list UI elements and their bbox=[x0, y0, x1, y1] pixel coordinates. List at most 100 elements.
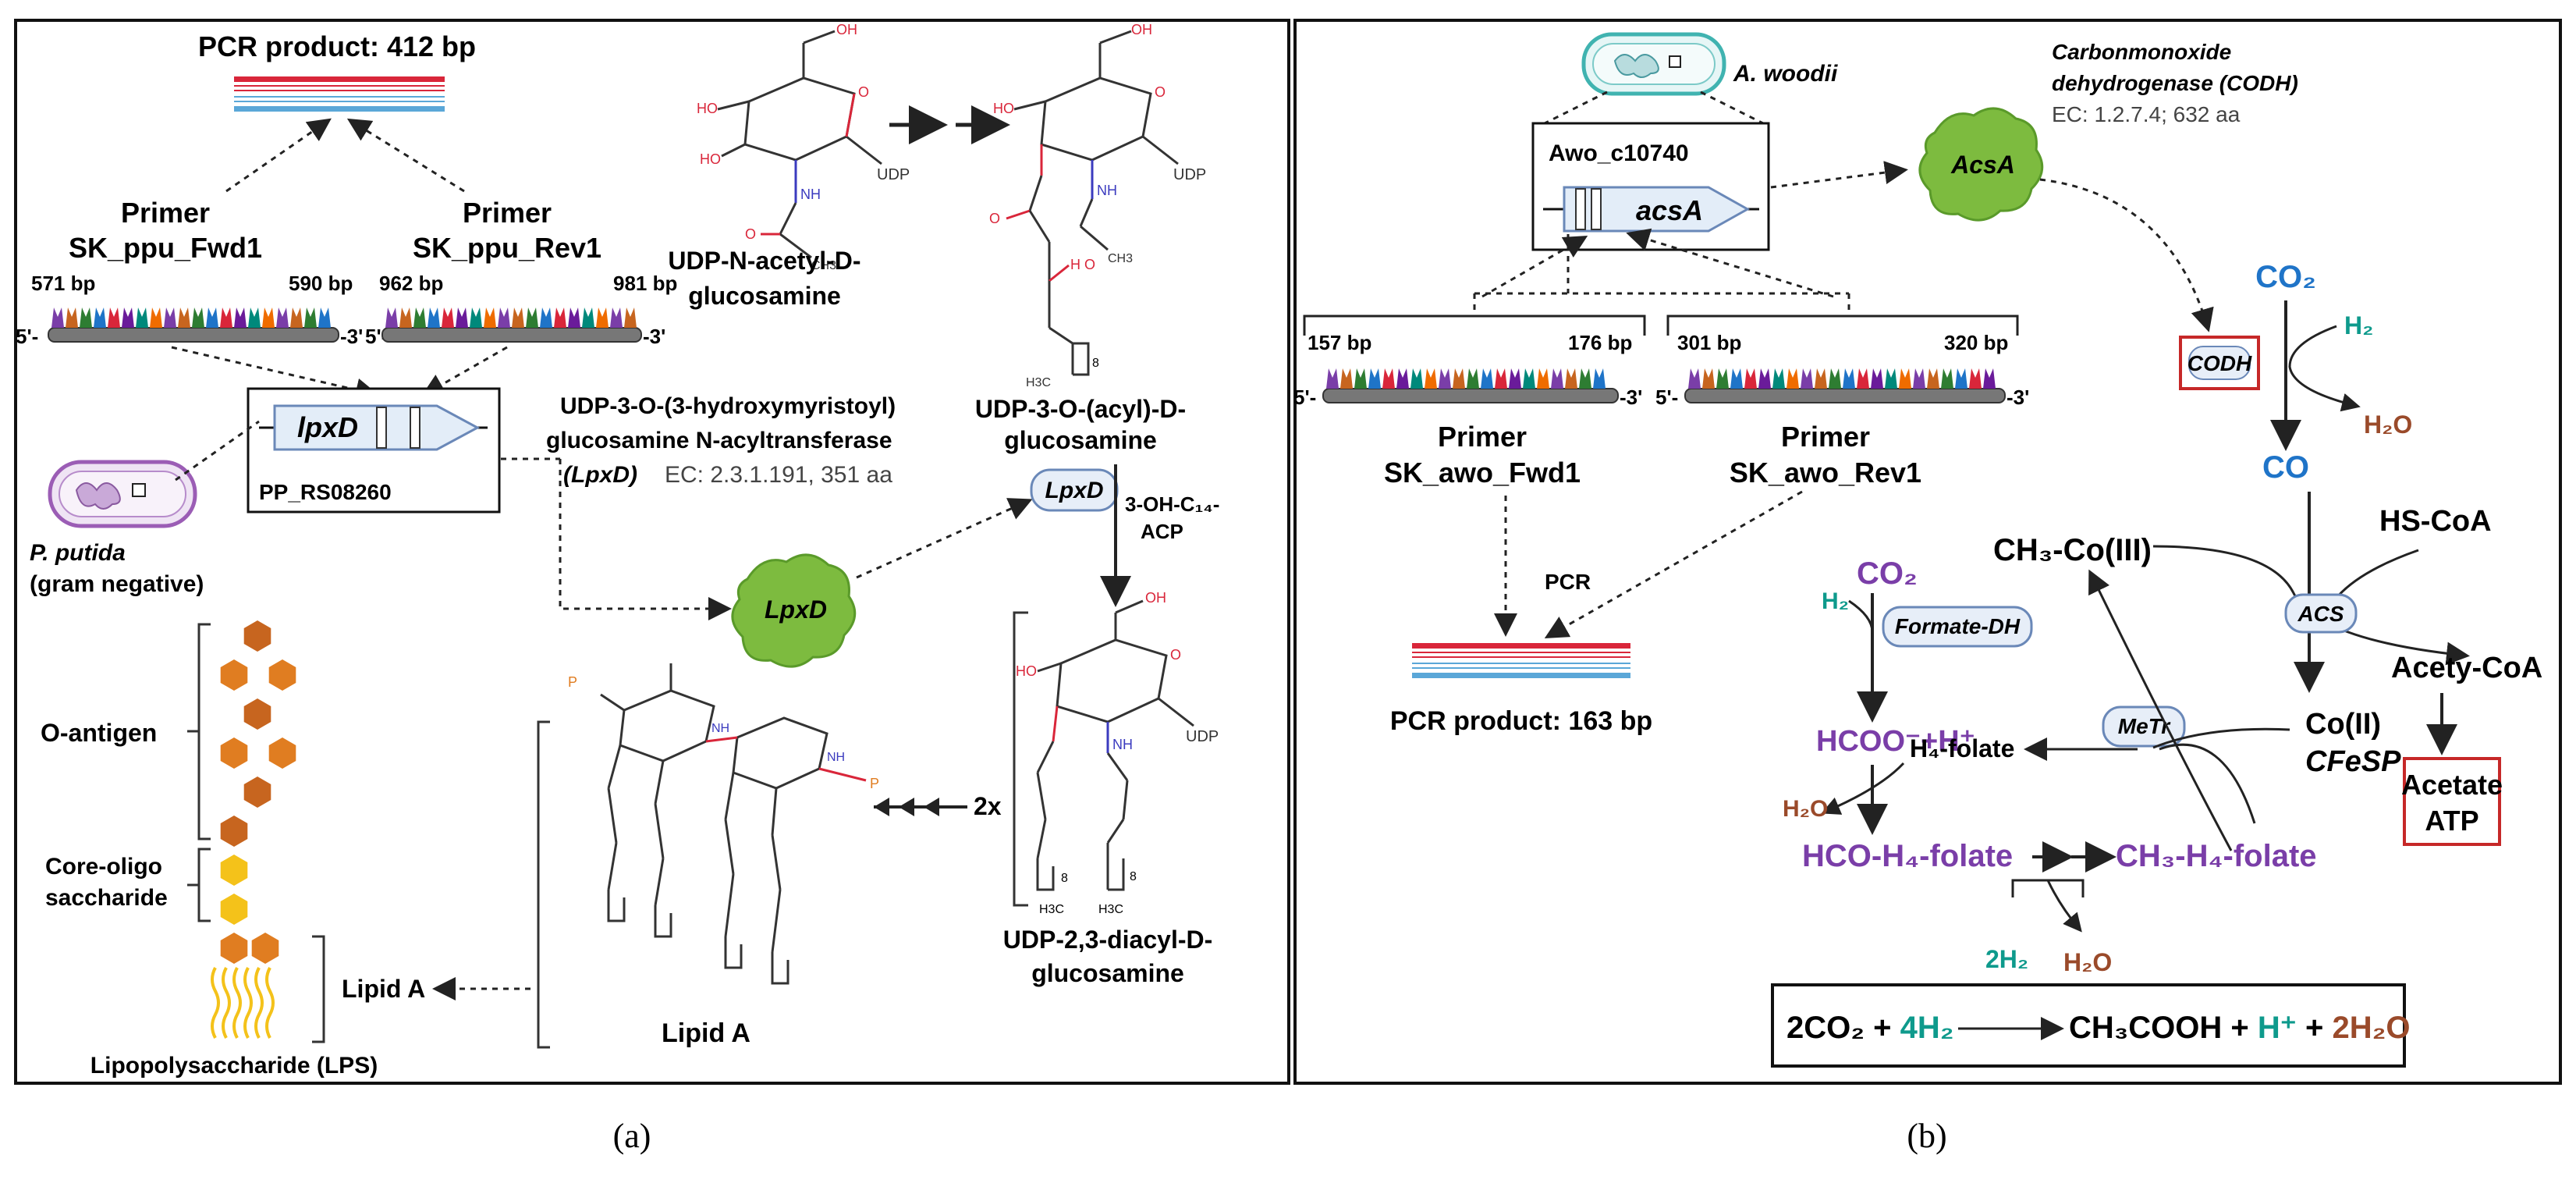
h2o-bottom: H₂O bbox=[2063, 948, 2112, 976]
h4folate-label: H₄-folate bbox=[1910, 734, 2014, 762]
h2o-left: H₂O bbox=[1783, 796, 1828, 822]
svg-text:O: O bbox=[1155, 84, 1166, 100]
product-line1: UDP-2,3-diacyl-D- bbox=[1003, 926, 1213, 954]
codh-box-label: CODH bbox=[2187, 351, 2252, 375]
product-line2: glucosamine bbox=[1031, 959, 1184, 987]
cfesp-line2: CFeSP bbox=[2305, 745, 2401, 778]
svg-text:NH: NH bbox=[711, 722, 729, 735]
svg-text:8: 8 bbox=[1092, 357, 1099, 370]
metr-chip bbox=[2102, 705, 2186, 748]
primer-fwd-b-title: Primer bbox=[1438, 421, 1527, 453]
sugar2-udp: UDP bbox=[1173, 166, 1206, 183]
locus-a: PP_RS08260 bbox=[259, 480, 392, 504]
caption-a: (a) bbox=[613, 1117, 651, 1155]
gene-acsa-label: acsA bbox=[1636, 194, 1703, 226]
svg-text:H3C: H3C bbox=[1039, 903, 1064, 916]
acsa-protein-label: AcsA bbox=[1950, 151, 2015, 179]
primer-rev-b-end: 320 bp bbox=[1944, 331, 2008, 354]
awoodii-cell bbox=[1581, 32, 1726, 96]
svg-text:HO: HO bbox=[1016, 663, 1037, 679]
codh-line1: Carbonmonoxide bbox=[2052, 40, 2231, 64]
panel-b: A. woodii Awo_c10740 acsA Carbonmonoxide… bbox=[1293, 32, 2542, 1068]
acs-chip-label: ACS bbox=[2297, 602, 2344, 626]
primer-fwd-a-name: SK_ppu_Fwd1 bbox=[69, 232, 262, 264]
sugar1-udp: UDP bbox=[877, 166, 910, 183]
pcr-product-a-label: PCR product: 412 bp bbox=[198, 30, 476, 62]
h2-top: H₂ bbox=[2344, 311, 2373, 339]
ch3-folate-label: CH₃-H₄-folate bbox=[2116, 839, 2317, 873]
svg-text:P: P bbox=[568, 674, 577, 690]
svg-text:8: 8 bbox=[1130, 870, 1137, 883]
organism-note-a: (gram negative) bbox=[30, 571, 204, 597]
formate-h2: H₂ bbox=[1822, 588, 1849, 614]
primer-fwd-b-start: 157 bp bbox=[1308, 331, 1371, 354]
pcr-product-a-band bbox=[234, 76, 445, 112]
primer-rev-b-strand: 5'- -3' bbox=[1655, 368, 2029, 409]
svg-text:-3': -3' bbox=[1620, 386, 1642, 409]
primer-rev-a-strand: 5'- -3' bbox=[365, 307, 665, 348]
hscoa-label: HS-CoA bbox=[2379, 505, 2492, 538]
svg-text:OH: OH bbox=[1131, 22, 1152, 37]
two-h2-label: 2H₂ bbox=[1985, 945, 2028, 973]
lipid-a-structure bbox=[600, 663, 867, 985]
svg-text:2CO₂ + 4H₂: 2CO₂ + 4H₂ bbox=[1787, 1011, 1954, 1045]
svg-text:NH: NH bbox=[827, 751, 845, 764]
primer-fwd-a-title: Primer bbox=[121, 197, 210, 229]
svg-text:5'-: 5'- bbox=[16, 325, 38, 348]
svg-text:OH: OH bbox=[1145, 590, 1166, 606]
primer-fwd-b-strand: 5'- -3' bbox=[1293, 368, 1642, 409]
formate-dh-chip bbox=[1882, 606, 2033, 648]
enzyme-abbr: (LpxD) bbox=[563, 462, 637, 488]
arrow-rev-primer-to-gene-b bbox=[1626, 228, 1834, 298]
primer-fwd-a-end: 590 bp bbox=[289, 272, 353, 295]
sugar1-nh: NH bbox=[800, 187, 821, 202]
lps-label: Lipopolysaccharide (LPS) bbox=[90, 1053, 378, 1079]
panel-a-frame bbox=[14, 19, 1290, 1085]
primer-rev-b-title: Primer bbox=[1781, 421, 1870, 453]
arrow-fwd-to-product-a bbox=[225, 118, 332, 193]
cofactor-line2: ACP bbox=[1141, 520, 1183, 543]
svg-text:8: 8 bbox=[1061, 872, 1068, 885]
core-label-line1: Core-oligo bbox=[45, 854, 162, 880]
enzyme-ec-a: EC: 2.3.1.191, 351 aa bbox=[665, 462, 892, 488]
primer-fwd-b-end: 176 bp bbox=[1568, 331, 1632, 354]
hco-folate-label: HCO-H₄-folate bbox=[1802, 839, 2013, 873]
co2-top: CO₂ bbox=[2255, 260, 2316, 294]
cofactor-line1: 3-OH-C₁₄- bbox=[1125, 492, 1219, 516]
svg-text:H3C: H3C bbox=[1026, 376, 1051, 389]
svg-text:-3': -3' bbox=[2007, 386, 2029, 409]
lpxd-protein-blob: LpxD bbox=[731, 553, 857, 668]
hcoo-label: HCOO⁻+H⁺ bbox=[1816, 725, 1975, 758]
link-cell-to-gene-a bbox=[175, 420, 260, 482]
primer-rev-a-start: 962 bp bbox=[379, 272, 443, 295]
udp-diacyl-structure bbox=[1036, 599, 1194, 891]
o-antigen-label: O-antigen bbox=[41, 719, 157, 747]
sugar1-oh-top: OH bbox=[836, 22, 857, 37]
core-label-line2: saccharide bbox=[45, 885, 168, 911]
primer-fwd-a-start: 571 bp bbox=[31, 272, 95, 295]
enzyme-name-line1: UDP-3-O-(3-hydroxymyristoyl) bbox=[560, 393, 896, 419]
acetate-line1: Acetate bbox=[2401, 769, 2503, 801]
panel-a: PCR product: 412 bp Primer SK_ppu_Fwd1 P… bbox=[16, 22, 1219, 1079]
equation-box bbox=[1771, 983, 2406, 1068]
sugar1-o-ring: O bbox=[858, 84, 869, 100]
primer-rev-a-title: Primer bbox=[463, 197, 552, 229]
udp-acyl-structure bbox=[1006, 30, 1179, 376]
svg-text:-3': -3' bbox=[340, 325, 363, 348]
primer-rev-b-start: 301 bp bbox=[1677, 331, 1741, 354]
substrate2-line1: UDP-3-O-(acyl)-D- bbox=[975, 395, 1186, 423]
arrow-protein-to-chip-a bbox=[856, 498, 1033, 579]
svg-text:H O: H O bbox=[1070, 257, 1095, 272]
sugar1-ho-bottom: HO bbox=[700, 151, 721, 167]
arrow-rev-to-product-a bbox=[346, 118, 465, 193]
svg-text:CH₃COOH + H⁺ + 2H₂O: CH₃COOH + H⁺ + 2H₂O bbox=[2069, 1011, 2410, 1045]
svg-text:NH: NH bbox=[1097, 183, 1117, 198]
lpxd-protein-label: LpxD bbox=[765, 595, 827, 624]
codh-box bbox=[2179, 336, 2260, 390]
lps-lipid-a-label: Lipid A bbox=[342, 975, 425, 1003]
primer-rev-b-name: SK_awo_Rev1 bbox=[1730, 457, 1921, 489]
formate-co2: CO₂ bbox=[1857, 556, 1918, 591]
pcr-product-b-label: PCR product: 163 bp bbox=[1390, 706, 1652, 736]
gene-lpxd-label: lpxD bbox=[297, 411, 358, 443]
organism-a: P. putida bbox=[30, 540, 126, 566]
